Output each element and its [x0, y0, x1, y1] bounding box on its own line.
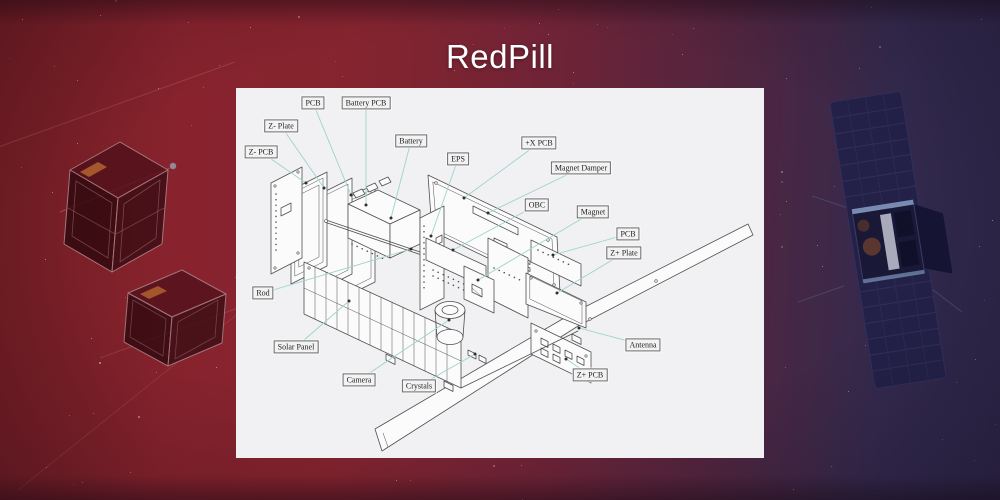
diagram-label-z-plus-plate: Z+ Plate — [606, 246, 642, 260]
diagram-label-battery: Battery — [395, 134, 427, 148]
diagram-label-solar-panel: Solar Panel — [273, 340, 319, 354]
page-title: RedPill — [445, 38, 555, 75]
leader-dots — [304, 181, 581, 361]
cubesat-illustration-1 — [63, 141, 169, 273]
diagram-label-eps: EPS — [447, 152, 469, 166]
center-boards — [425, 237, 529, 319]
leader-lines — [260, 102, 644, 387]
diagram-label-crystals: Crystals — [401, 379, 437, 393]
diagram-label-magnet-damper: Magnet Damper — [550, 161, 612, 175]
diagram-label-obc: OBC — [524, 198, 550, 212]
diagram-label-camera: Camera — [342, 373, 376, 387]
diagram-panel: PCB Battery PCB Z- Plate Z- PCB Battery … — [236, 88, 764, 458]
diagram-label-magnet: Magnet — [576, 205, 610, 219]
diagram-label-z-minus-pcb: Z- PCB — [244, 145, 278, 159]
crystals-part — [467, 349, 487, 364]
camera-part — [434, 301, 466, 345]
rod-part — [324, 219, 427, 257]
z-plus-assembly — [525, 239, 592, 384]
diagram-label-plus-x-pcb: +X PCB — [521, 136, 557, 150]
diagram-label-z-plus-pcb: Z+ PCB — [572, 368, 608, 382]
diagram-label-rod: Rod — [252, 286, 274, 300]
small-planet-dot — [169, 162, 177, 170]
cubesat-illustration-2 — [123, 269, 227, 367]
diagram-label-pcb-top: PCB — [301, 96, 325, 110]
diagram-label-antenna: Antenna — [625, 338, 661, 352]
diagram-label-battery-pcb: Battery PCB — [341, 96, 391, 110]
satellite-illustration — [797, 91, 963, 389]
chassis-rail — [385, 330, 582, 392]
diagram-label-z-minus-plate: Z- Plate — [264, 119, 298, 133]
diagram-label-pcb-mid: PCB — [616, 227, 640, 241]
orbit-lines — [0, 61, 256, 491]
exploded-cubesat-drawing — [260, 102, 754, 452]
